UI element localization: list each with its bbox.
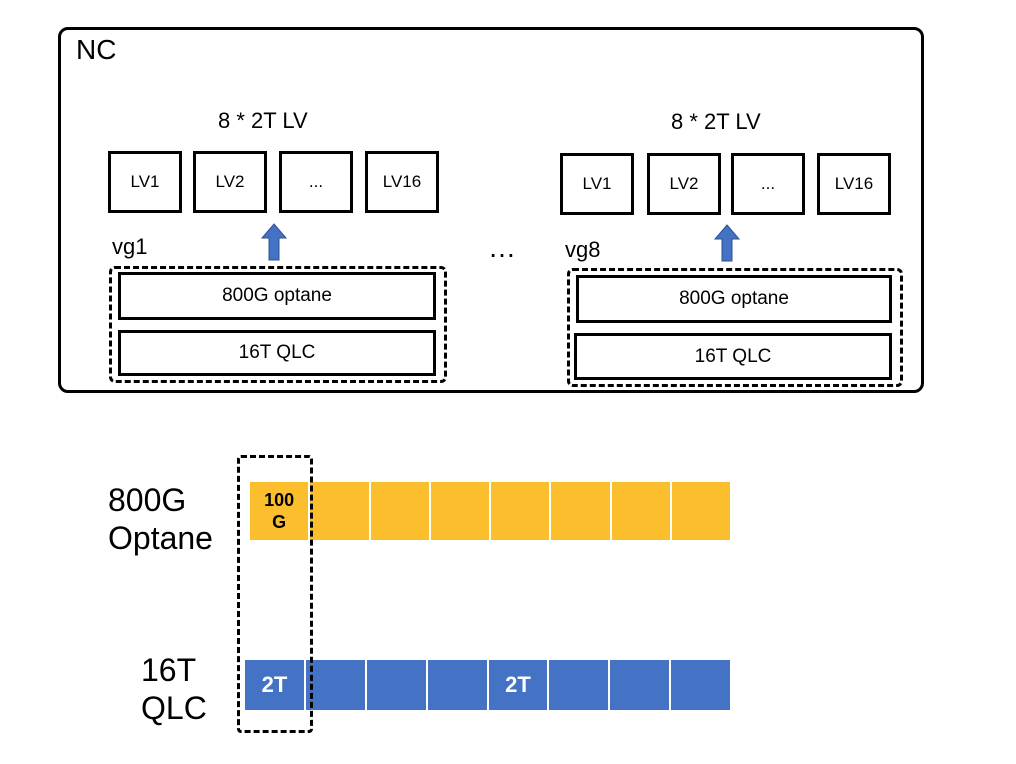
vg-box-1 xyxy=(109,266,447,383)
qlc-slice xyxy=(305,660,367,710)
lv-box: LV1 xyxy=(560,153,634,215)
qlc-slice-row: 2T 2T xyxy=(245,660,732,710)
lv-group-title-8: 8 * 2T LV xyxy=(671,109,761,134)
optane-row-label-line2: Optane xyxy=(108,520,213,556)
qlc-row-label: 16T QLC xyxy=(141,651,207,727)
optane-slice xyxy=(430,482,491,540)
qlc-row-label-line2: QLC xyxy=(141,690,207,726)
lv-box: ... xyxy=(731,153,805,215)
qlc-device: 16T QLC xyxy=(118,330,436,376)
optane-device: 800G optane xyxy=(118,272,436,320)
qlc-device: 16T QLC xyxy=(574,333,892,380)
optane-slice xyxy=(671,482,732,540)
lv-box: LV16 xyxy=(817,153,891,215)
optane-slice xyxy=(611,482,672,540)
optane-slice xyxy=(551,482,612,540)
vg-label-8: vg8 xyxy=(565,237,601,262)
lv-box: LV16 xyxy=(365,151,439,213)
optane-device: 800G optane xyxy=(576,275,892,323)
qlc-slice xyxy=(671,660,732,710)
lv-box: LV2 xyxy=(193,151,267,213)
qlc-slice xyxy=(427,660,489,710)
up-arrow-icon xyxy=(261,223,287,261)
groups-ellipsis: … xyxy=(488,232,518,263)
qlc-slice xyxy=(549,660,611,710)
nc-title: NC xyxy=(76,34,117,65)
vg-label-1: vg1 xyxy=(112,234,148,259)
lv-box: LV1 xyxy=(108,151,182,213)
qlc-slice xyxy=(610,660,672,710)
qlc-slice: 2T xyxy=(245,660,306,710)
lv-group-title-1: 8 * 2T LV xyxy=(218,108,308,133)
qlc-slice xyxy=(366,660,428,710)
optane-row-label: 800G Optane xyxy=(108,481,213,557)
lv-box: ... xyxy=(279,151,353,213)
first-slice-highlight xyxy=(237,455,313,733)
nc-box xyxy=(58,27,924,393)
optane-slice xyxy=(491,482,552,540)
optane-slice xyxy=(370,482,431,540)
up-arrow-icon xyxy=(714,224,740,262)
optane-row-label-line1: 800G xyxy=(108,482,187,518)
qlc-row-label-line1: 16T xyxy=(141,652,197,688)
vg-box-8 xyxy=(567,268,903,387)
lv-box: LV2 xyxy=(647,153,721,215)
qlc-slice: 2T xyxy=(488,660,550,710)
optane-slice xyxy=(310,482,371,540)
